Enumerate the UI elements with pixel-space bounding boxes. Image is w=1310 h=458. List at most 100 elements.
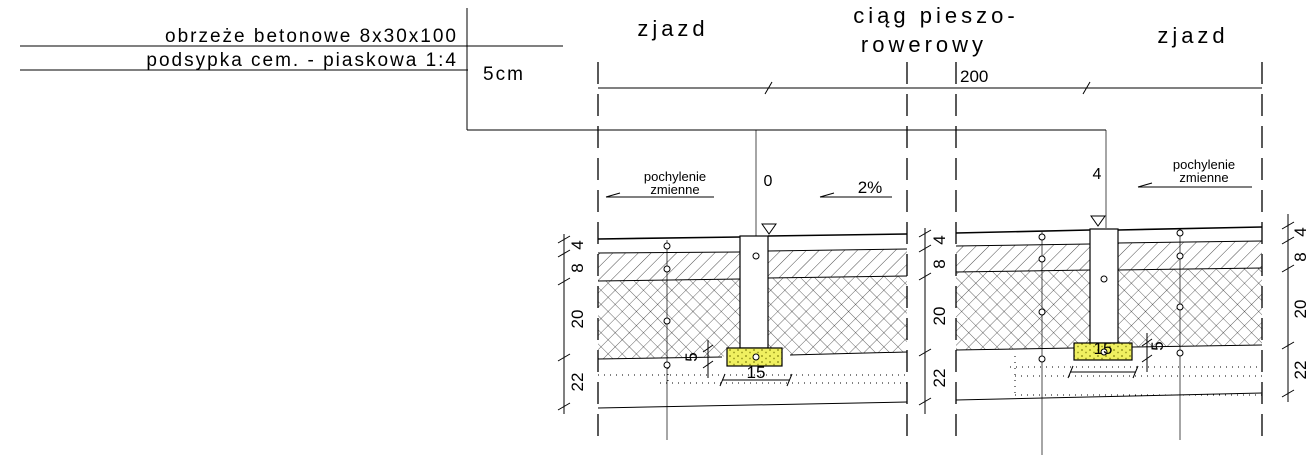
- right-section: 4 pochylenie zmienne 15 5 4 8 20 22: [955, 157, 1310, 455]
- layer-depth-label: 22: [930, 369, 949, 388]
- marker-circle: [1176, 229, 1184, 237]
- dimension-tick: [1067, 365, 1074, 379]
- curb: [1089, 228, 1119, 344]
- dimension-tick: [557, 277, 571, 286]
- surface-line: [1117, 226, 1263, 231]
- dimension-tick: [918, 397, 932, 406]
- layer-depth-label: 20: [930, 307, 949, 326]
- footing-width-label: 15: [747, 363, 766, 382]
- footing-width-label: 15: [1094, 339, 1113, 358]
- dimension-tick: [1141, 338, 1153, 347]
- level-right-value: 4: [1093, 166, 1102, 183]
- marker-circle: [1038, 255, 1046, 263]
- dimension-tick: [918, 272, 932, 281]
- width-dimension: 200: [598, 67, 1262, 95]
- dimension-tick: [1132, 365, 1139, 379]
- marker-circle: [1038, 355, 1046, 363]
- slope-label-left-1: pochylenie: [644, 169, 706, 184]
- left-base-layer: [768, 249, 907, 278]
- dimension-tick: [1281, 264, 1295, 273]
- dimension-tick: [702, 344, 714, 353]
- layer-boundary: [1117, 267, 1263, 271]
- layer-boundary: [1117, 240, 1263, 244]
- dimension-tick: [557, 235, 571, 244]
- slope-label-right-2: zmienne: [1179, 170, 1228, 185]
- right-subbase-layer: [1118, 268, 1262, 347]
- curb-label: obrzeże betonowe 8x30x100: [165, 26, 458, 47]
- layer-depth-label: 8: [930, 259, 949, 268]
- marker-circle: [1176, 303, 1184, 311]
- marker-circle: [1100, 348, 1108, 356]
- bedding-thickness: 5cm: [483, 64, 525, 85]
- dimension-tick: [918, 244, 932, 253]
- dimension-tick: [557, 353, 571, 362]
- layer-boundary: [597, 356, 723, 360]
- marker-circle: [752, 353, 760, 361]
- marker-circle: [1176, 252, 1184, 260]
- footing-height-label: 5: [1148, 341, 1167, 350]
- dimension-tick: [719, 373, 726, 387]
- marker-circle: [663, 317, 671, 325]
- zone-titles: zjazd ciąg pieszo- rowerowy zjazd: [637, 3, 1228, 57]
- dimension-tick: [1082, 81, 1091, 95]
- layer-depth-label: 4: [1291, 227, 1310, 236]
- surface-line: [597, 236, 741, 240]
- bedding-label: podsypka cem. - piaskowa 1:4: [146, 50, 458, 71]
- zone-right-title: zjazd: [1157, 23, 1228, 48]
- level-triangle-icon: [1090, 215, 1106, 227]
- layer-depth-label: 8: [568, 263, 587, 272]
- curb: [739, 235, 769, 349]
- slope-label-right-1: pochylenie: [1173, 157, 1235, 172]
- layer-boundary: [597, 251, 741, 254]
- zone-middle-title-2: rowerowy: [861, 32, 987, 57]
- layer-boundary: [955, 347, 1075, 351]
- dimension-tick: [918, 348, 932, 357]
- dimension-tick: [918, 229, 932, 238]
- marker-circle: [1038, 308, 1046, 316]
- dimension-tick: [557, 249, 571, 258]
- marker-circle: [752, 252, 760, 260]
- slope-arrow-head: [819, 192, 835, 198]
- layer-depth-label: 4: [930, 235, 949, 244]
- marker-circle: [663, 361, 671, 369]
- surface-line: [955, 229, 1091, 234]
- dimension-tick: [1281, 341, 1295, 350]
- slope-label-middle: 2%: [858, 178, 883, 197]
- dimension-tick: [1281, 221, 1295, 230]
- marker-circle: [663, 242, 671, 250]
- footing-height-label: 5: [682, 352, 701, 361]
- dimension-tick: [557, 402, 571, 411]
- dimension-tick: [1281, 389, 1295, 398]
- right-base-layer: [956, 244, 1090, 272]
- subgrade-line: [597, 401, 908, 409]
- marker-circle: [1100, 275, 1108, 283]
- surface-line: [767, 233, 908, 237]
- marker-circle: [1176, 349, 1184, 357]
- left-subbase-layer: [768, 276, 907, 355]
- layer-boundary: [789, 351, 908, 356]
- layer-depth-label: 4: [568, 240, 587, 249]
- layer-boundary: [955, 243, 1091, 247]
- right-base-layer: [1118, 241, 1262, 270]
- slope-label-left-2: zmienne: [650, 182, 699, 197]
- left-section: pochylenie zmienne 2% 0 4 8 20 22 15 5: [557, 169, 908, 440]
- layer-depth-label: 20: [1291, 300, 1310, 319]
- layer-depth-label: 22: [568, 373, 587, 392]
- layer-boundary: [767, 275, 908, 279]
- layer-depth-label: 20: [568, 310, 587, 329]
- layer-boundary: [955, 269, 1091, 273]
- layer-boundary: [1131, 344, 1263, 348]
- level-left-value: 0: [764, 173, 773, 190]
- marker-circle: [1038, 233, 1046, 241]
- zone-left-title: zjazd: [637, 16, 708, 41]
- middle-dimension: 4 8 20 22: [918, 228, 949, 414]
- layer-depth-label: 8: [1291, 252, 1310, 261]
- slope-arrow-head: [605, 192, 621, 198]
- zone-middle-title-1: ciąg pieszo-: [853, 3, 1018, 28]
- middle-width-label: 200: [960, 67, 988, 86]
- marker-circle: [663, 265, 671, 273]
- dimension-tick: [1281, 236, 1295, 245]
- layer-boundary: [597, 278, 741, 282]
- subgrade-line: [955, 392, 1263, 401]
